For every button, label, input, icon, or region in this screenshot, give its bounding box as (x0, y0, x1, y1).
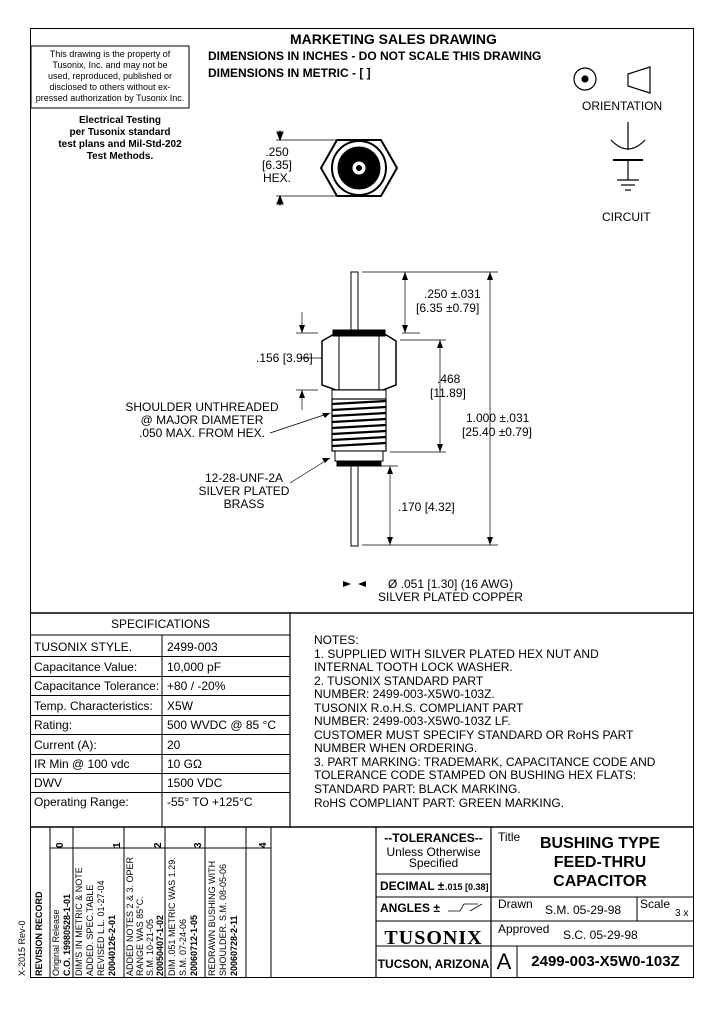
tusonix-logo: TUSONIX (384, 927, 483, 949)
dimensions-note-inches: DIMENSIONS IN INCHES - DO NOT SCALE THIS… (208, 49, 542, 63)
revision-number: 0 (55, 842, 66, 848)
thread-callout: 12-28-UNF-2A SILVER PLATED BRASS (198, 471, 290, 511)
spec-row: TUSONIX STYLE.2499-003 (31, 637, 290, 657)
revision-entry: Original Release C.O. 19980528-1-01 (51, 893, 72, 976)
tolerances-specified: Specified (408, 856, 459, 870)
revision-number: 3 (193, 842, 204, 848)
tolerances-title: --TOLERANCES-- (384, 831, 483, 845)
decimal-tolerance-label: DECIMAL ± (380, 879, 445, 893)
title-label: Title (498, 830, 521, 844)
revision-entry: REDRAWN BUSHING WITH SHOULDER. S.M. 08-0… (207, 860, 239, 976)
body-length-dimension: .468 (437, 372, 461, 386)
spec-row: Current (A):20 (31, 735, 290, 755)
hex-top-view (276, 130, 399, 206)
drawing-title: MARKETING SALES DRAWING (290, 31, 497, 47)
shoulder-callout: SHOULDER UNTHREADED @ MAJOR DIAMETER .05… (125, 400, 279, 440)
company-location: TUCSON, ARIZONA (377, 957, 490, 971)
circuit-symbol (610, 122, 646, 191)
revision-entry: DIM .051 METRIC WAS 1.29. S.M. 07-24-06 … (167, 857, 199, 976)
specifications-title: SPECIFICATIONS (110, 617, 211, 631)
body-length-dimension-metric: [11.89] (430, 386, 466, 400)
wire-material: SILVER PLATED COPPER (378, 590, 523, 604)
dimension-lines (269, 271, 498, 546)
scale-value: 3 x (675, 908, 689, 919)
approved-label: Approved (498, 922, 550, 936)
revision-record-header: REVISION RECORD (34, 891, 44, 976)
decimal-tolerance-value: .015 [0.38] (445, 882, 489, 892)
spec-row: Capacitance Tolerance:+80 / -20% (31, 676, 290, 696)
dimensions-note-metric: DIMENSIONS IN METRIC - [ ] (208, 66, 371, 80)
electrical-testing-note: Electrical Testing per Tusonix standard … (58, 115, 182, 162)
form-number: X-2015 Rev-0 (17, 920, 27, 976)
approved-value: S.C. 05-29-98 (563, 928, 638, 942)
spec-row: Operating Range:-55° TO +125°C (34, 795, 253, 809)
orientation-symbol (573, 66, 651, 94)
revision-number: 2 (153, 842, 164, 848)
property-notice-box (30, 45, 190, 109)
drawn-label: Drawn (498, 897, 533, 911)
wire-diameter-dimension: Ø .051 [1.30] (16 AWG) (388, 577, 513, 591)
capacitor-side-view (321, 271, 397, 547)
revision-number: 1 (112, 842, 123, 848)
hex-height-dimension: .156 [3.96] (256, 351, 313, 365)
overall-length-dimension-metric: [25.40 ±0.79] (462, 425, 532, 439)
top-lead-dimension: .250 ±.031 (424, 287, 481, 301)
dimension-arrows (299, 272, 493, 587)
drawing-size: A (496, 949, 512, 974)
top-lead-dimension-metric: [6.35 ±0.79] (416, 301, 480, 315)
angles-tolerance-label: ANGLES ± (380, 901, 440, 915)
orientation-label: ORIENTATION (582, 99, 663, 113)
revision-entry: DIM'S IN METRIC & NOTE ADDED. SPEC.TABLE… (74, 867, 117, 976)
spec-row: Temp. Characteristics:X5W (31, 696, 290, 716)
bottom-lead-dimension: .170 [4.32] (398, 500, 455, 514)
revision-number: 4 (258, 842, 269, 848)
property-notice: This drawing is the property of Tusonix,… (35, 49, 185, 103)
drawn-value: S.M. 05-29-98 (545, 903, 622, 917)
part-number: 2499-003-X5W0-103Z (531, 953, 680, 970)
spec-row: Capacitance Value:10,000 pF (31, 657, 290, 677)
hex-dimension: .250 [6.35] HEX. (261, 145, 293, 185)
overall-length-dimension: 1.000 ±.031 (466, 411, 530, 425)
drawing-border (30, 28, 694, 978)
revision-entry: ADDED NOTES 2 & 3. OPER RANGE WAS 85°C. … (125, 856, 165, 976)
drawing-title-block: BUSHING TYPE FEED-THRU CAPACITOR (539, 835, 660, 890)
tolerances-unless: Unless Otherwise (386, 845, 481, 859)
spec-row: Rating:500 WVDC @ 85 °C (31, 715, 290, 735)
scale-label: Scale (640, 897, 671, 911)
circuit-label: CIRCUIT (602, 210, 651, 224)
